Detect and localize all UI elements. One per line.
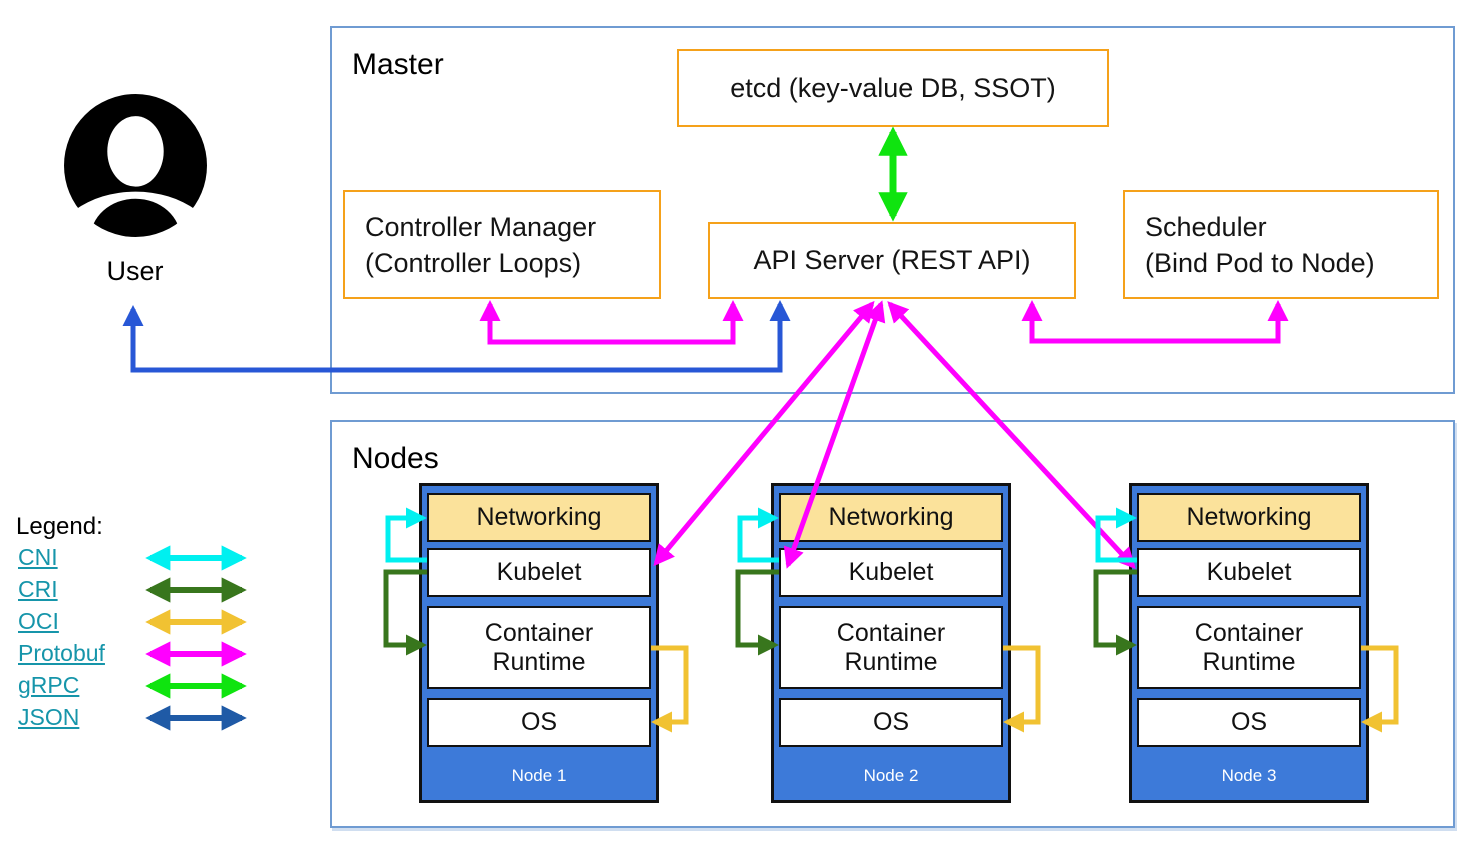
legend-link-grpc[interactable]: gRPC — [18, 672, 80, 698]
node-2-kubelet-label: Kubelet — [848, 558, 934, 586]
node-1-os-layer: OS — [427, 698, 651, 747]
controller-manager-label-line1: Controller Manager — [365, 211, 597, 242]
node-3-kubelet-layer: Kubelet — [1137, 548, 1361, 597]
node-3-container-runtime-layer: Container Runtime — [1137, 606, 1361, 689]
node-1-runtime-label: Container Runtime — [484, 618, 594, 676]
node-2-os-layer: OS — [779, 698, 1003, 747]
legend-link-cni[interactable]: CNI — [18, 544, 58, 570]
etcd-box: etcd (key-value DB, SSOT) — [677, 49, 1109, 127]
node-1-kubelet-layer: Kubelet — [427, 548, 651, 597]
node-2-name: Node 2 — [863, 766, 919, 785]
node-3: Networking Kubelet Container Runtime OS … — [1129, 483, 1369, 803]
node-3-networking-label: Networking — [1186, 503, 1312, 531]
legend-title: Legend: — [16, 513, 103, 540]
node-3-os-label: OS — [1230, 708, 1268, 736]
legend-link-oci[interactable]: OCI — [18, 608, 59, 634]
user-icon — [63, 94, 208, 238]
node-1-name: Node 1 — [511, 766, 567, 785]
scheduler-box: Scheduler (Bind Pod to Node) — [1123, 190, 1439, 299]
legend-link-json[interactable]: JSON — [18, 704, 80, 730]
etcd-label: etcd (key-value DB, SSOT) — [730, 72, 1056, 103]
node-2-networking-layer: Networking — [779, 493, 1003, 542]
node-3-runtime-label: Container Runtime — [1194, 618, 1304, 676]
node-2-networking-label: Networking — [828, 503, 954, 531]
api-server-box: API Server (REST API) — [708, 222, 1076, 299]
node-3-networking-layer: Networking — [1137, 493, 1361, 542]
node-1-networking-layer: Networking — [427, 493, 651, 542]
node-3-kubelet-label: Kubelet — [1206, 558, 1292, 586]
scheduler-label-line1: Scheduler — [1145, 211, 1267, 242]
node-2-container-runtime-layer: Container Runtime — [779, 606, 1003, 689]
scheduler-label-line2: (Bind Pod to Node) — [1145, 247, 1375, 278]
user-label: User — [106, 256, 164, 286]
node-2-runtime-label: Container Runtime — [836, 618, 946, 676]
node-3-name: Node 3 — [1221, 766, 1277, 785]
node-1-os-label: OS — [520, 708, 558, 736]
node-1: Networking Kubelet Container Runtime OS … — [419, 483, 659, 803]
legend-link-protobuf[interactable]: Protobuf — [18, 640, 105, 666]
controller-manager-label-line2: (Controller Loops) — [365, 247, 582, 278]
node-1-container-runtime-layer: Container Runtime — [427, 606, 651, 689]
node-2-kubelet-layer: Kubelet — [779, 548, 1003, 597]
node-2: Networking Kubelet Container Runtime OS … — [771, 483, 1011, 803]
legend-link-cri[interactable]: CRI — [18, 576, 58, 602]
node-1-kubelet-label: Kubelet — [496, 558, 582, 586]
nodes-title: Nodes — [352, 442, 439, 475]
controller-manager-box: Controller Manager (Controller Loops) — [343, 190, 661, 299]
node-3-os-layer: OS — [1137, 698, 1361, 747]
master-title: Master — [352, 48, 444, 81]
api-server-label: API Server (REST API) — [753, 245, 1031, 275]
node-1-networking-label: Networking — [476, 503, 602, 531]
node-2-os-label: OS — [872, 708, 910, 736]
